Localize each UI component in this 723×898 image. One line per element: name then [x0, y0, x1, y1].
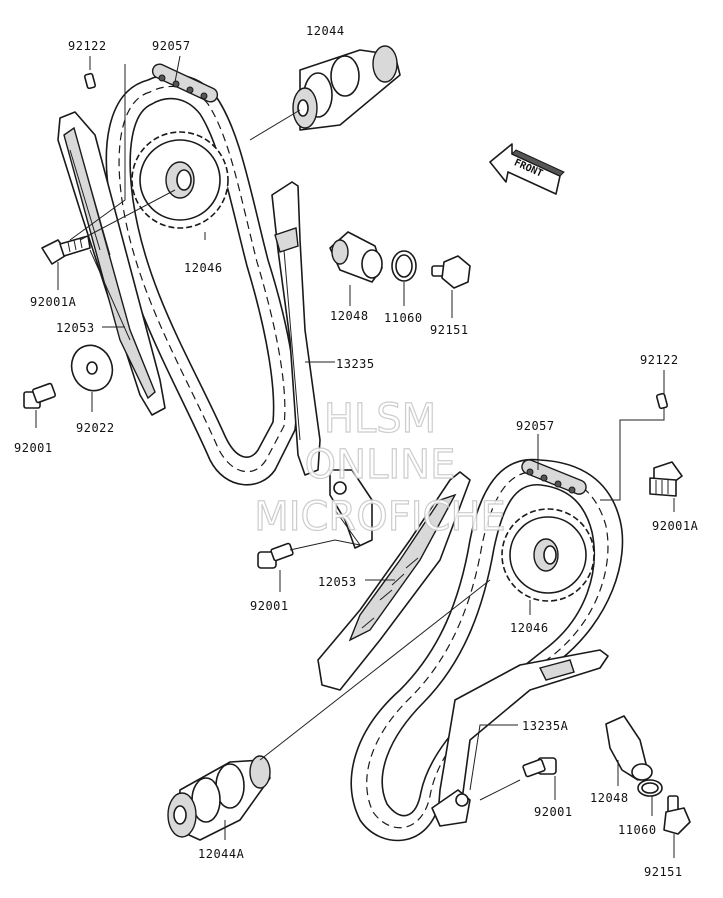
- label-13235: 13235: [336, 357, 375, 371]
- label-12044A: 12044A: [198, 847, 245, 861]
- bolt-92001A-right: [649, 461, 683, 497]
- bolt-92001A-left: [41, 235, 91, 265]
- pivot-bracket-bottom: [431, 789, 471, 827]
- label-92001-bottom: 92001: [534, 805, 573, 819]
- watermark: HLSM ONLINE MICROFICHE: [254, 395, 507, 540]
- camshaft-12044: [292, 45, 401, 131]
- part-labels: 92122 92057 12044 12046 92001A 12053 920…: [14, 24, 699, 879]
- label-92022: 92022: [76, 421, 115, 435]
- bolt-92151-top: [431, 255, 471, 289]
- label-13235A: 13235A: [522, 719, 569, 733]
- bolt-92001-left: [23, 382, 57, 409]
- gasket-11060-top: [391, 250, 417, 282]
- sprocket-12046-top: [131, 131, 229, 229]
- bolt-92001-bottom: [522, 757, 557, 778]
- label-11060-top: 11060: [384, 311, 423, 325]
- label-12046-right: 12046: [510, 621, 549, 635]
- chain-links-92057-top: [151, 63, 219, 103]
- tensioner-12048-top: [329, 231, 383, 283]
- label-92151-bottom: 92151: [644, 865, 683, 879]
- chain-guide-12053-left: [57, 111, 166, 416]
- label-92001-mid: 92001: [250, 599, 289, 613]
- tensioner-12048-bottom: [605, 715, 653, 781]
- label-12048-top: 12048: [330, 309, 369, 323]
- label-92057-top: 92057: [152, 39, 191, 53]
- chain-guide-vertical: [271, 181, 321, 476]
- label-12046-top: 12046: [184, 261, 223, 275]
- watermark-line-2: ONLINE: [305, 442, 456, 488]
- camshaft-12044A: [167, 755, 271, 841]
- chain-links-92057-right: [521, 459, 587, 495]
- bolt-92151-bottom: [663, 795, 691, 835]
- label-12053-mid: 12053: [318, 575, 357, 589]
- watermark-line-3: MICROFICHE: [254, 494, 506, 540]
- front-direction-arrow: FRONT: [489, 143, 565, 195]
- sprocket-12046-right: [501, 508, 595, 602]
- label-92057-right: 92057: [516, 419, 555, 433]
- label-92001A-left: 92001A: [30, 295, 77, 309]
- label-92122-right: 92122: [640, 353, 679, 367]
- label-92151-top: 92151: [430, 323, 469, 337]
- dowel-pin-92122-right: [655, 392, 669, 410]
- watermark-line-1: HLSM: [324, 396, 436, 442]
- washer-92022: [70, 344, 114, 392]
- label-12044: 12044: [306, 24, 345, 38]
- label-12053-left: 12053: [56, 321, 95, 335]
- dowel-pin-92122-top: [83, 72, 97, 90]
- label-11060-bottom: 11060: [618, 823, 657, 837]
- label-92001A-right: 92001A: [652, 519, 699, 533]
- gasket-11060-bottom: [637, 779, 663, 797]
- chain-guide-12053-mid: [317, 469, 471, 691]
- leader-lines: [35, 55, 675, 858]
- label-92001-left: 92001: [14, 441, 53, 455]
- bolt-92001-mid: [257, 542, 294, 569]
- label-12048-bottom: 12048: [590, 791, 629, 805]
- label-92122-top: 92122: [68, 39, 107, 53]
